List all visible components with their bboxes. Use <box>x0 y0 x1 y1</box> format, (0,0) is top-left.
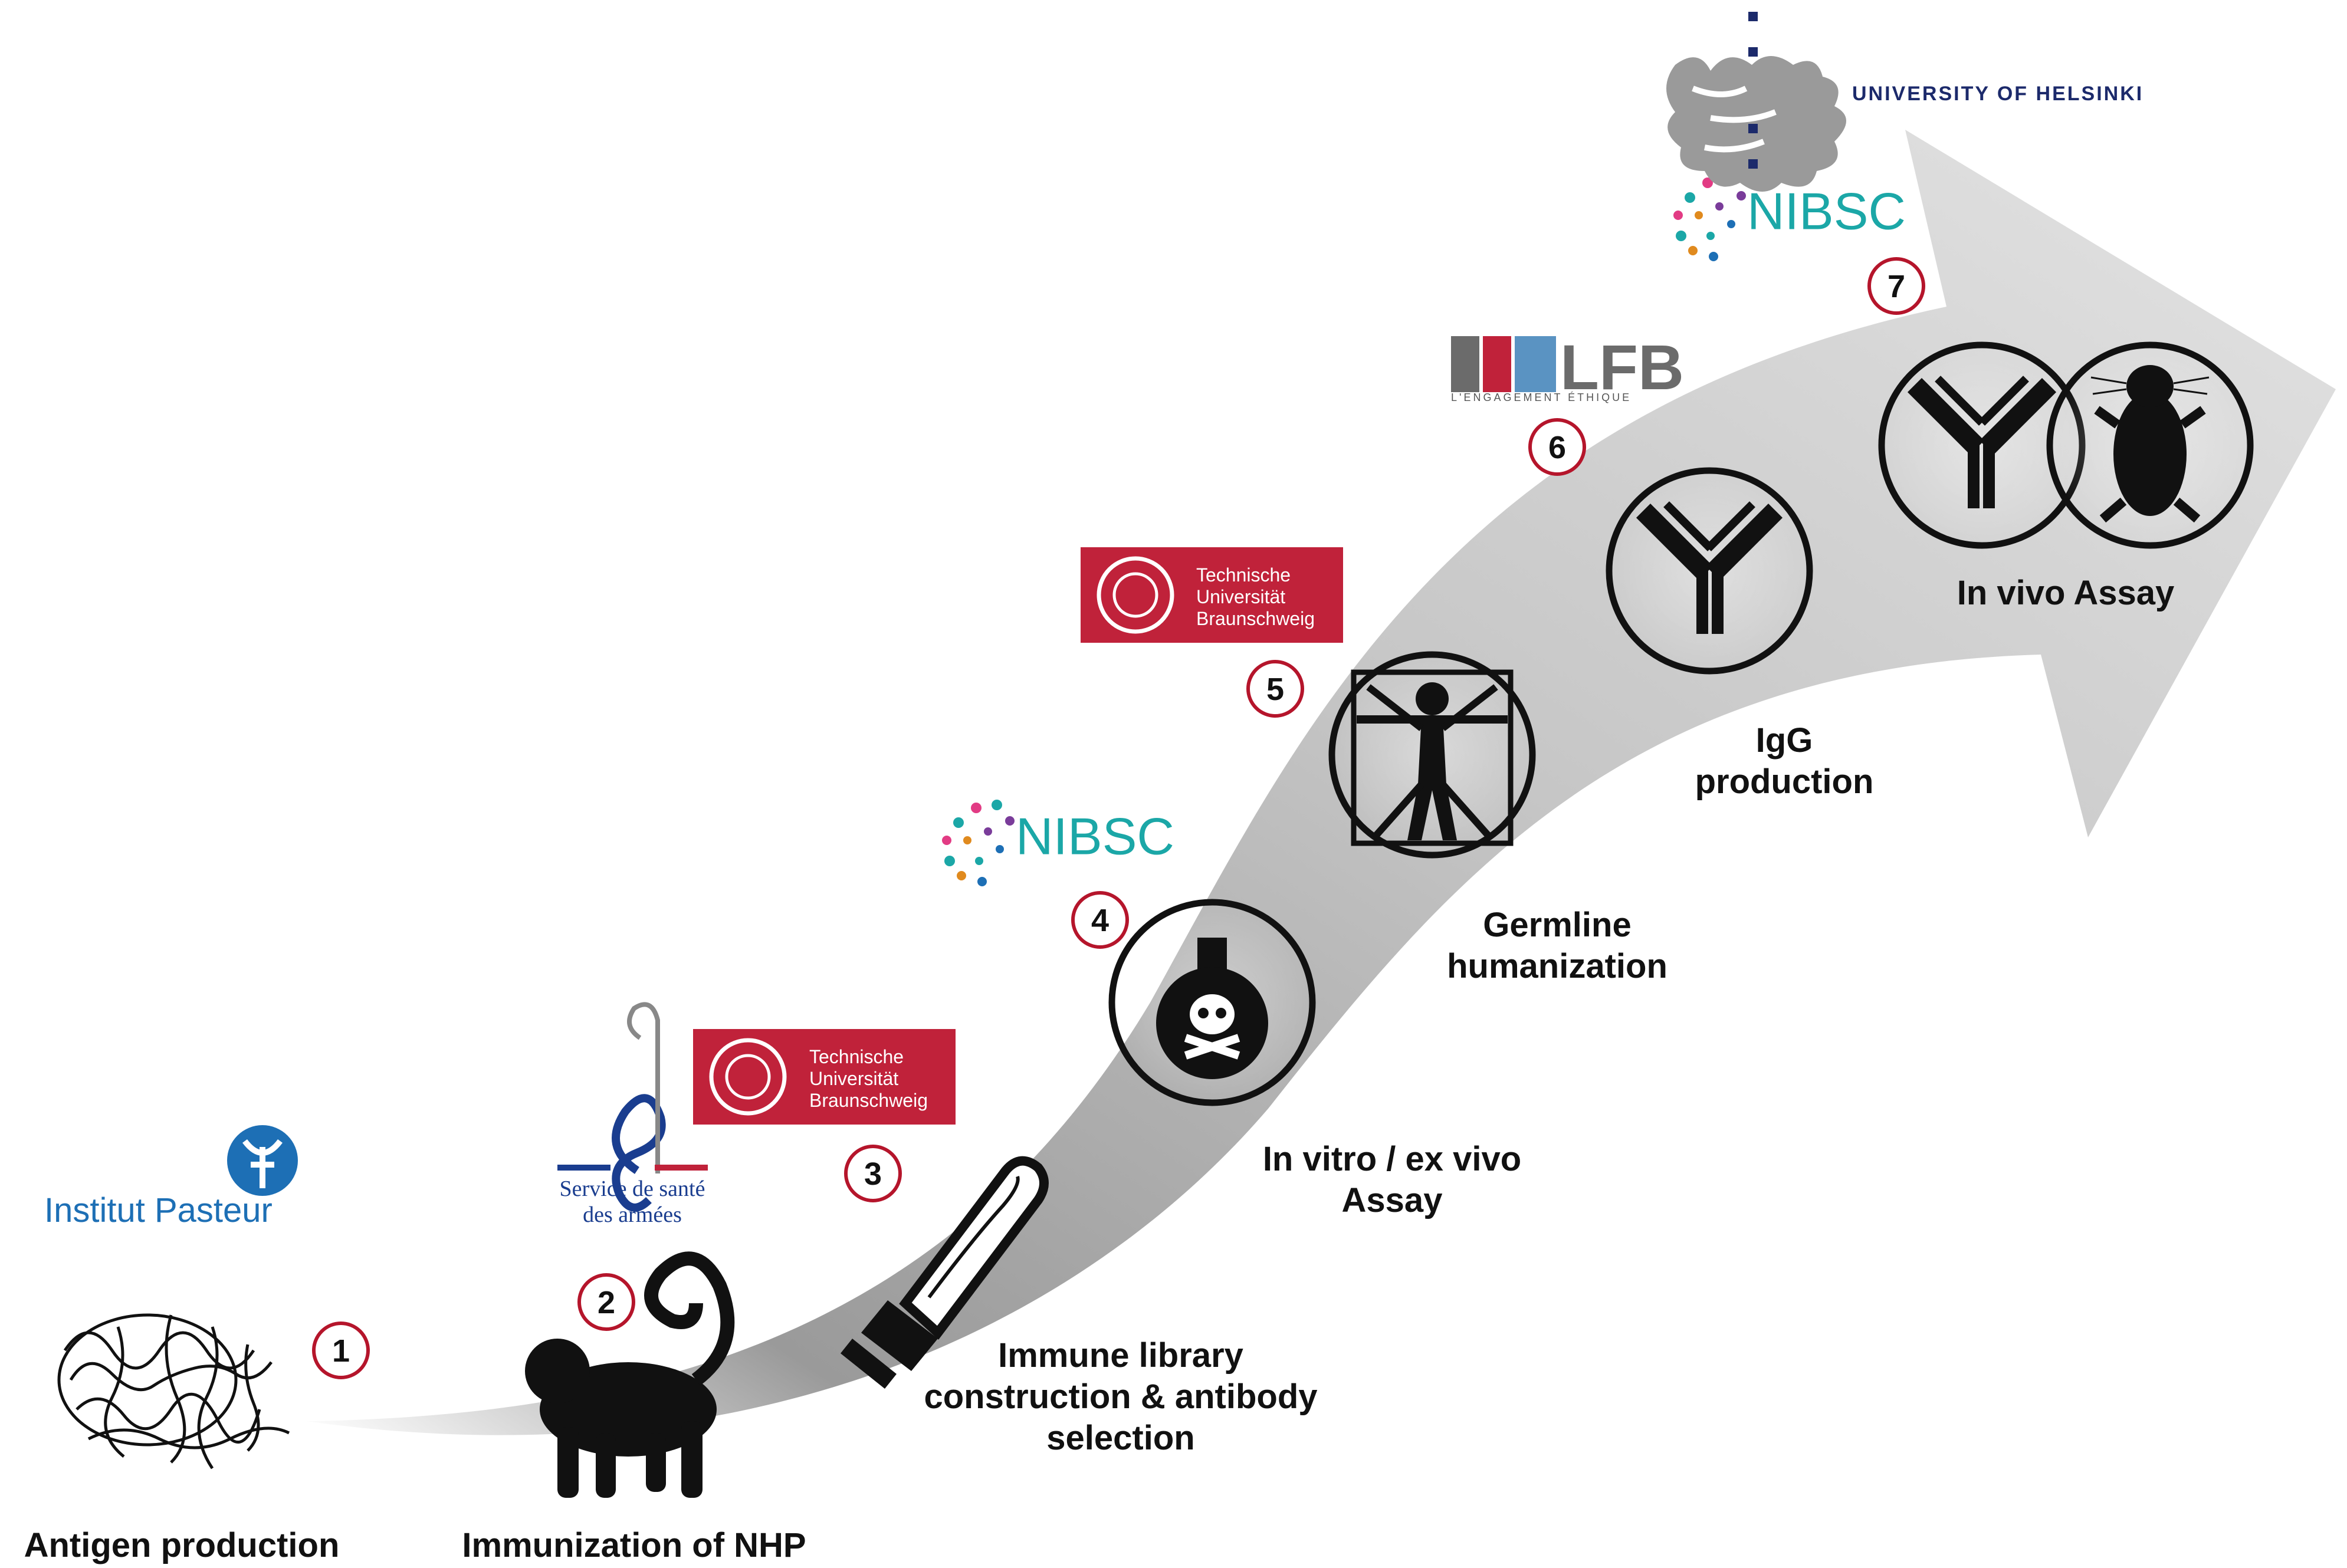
svg-text:L'ENGAGEMENT ÉTHIQUE: L'ENGAGEMENT ÉTHIQUE <box>1451 392 1632 403</box>
svg-text:5: 5 <box>1266 672 1284 707</box>
lfb-logo: LFB L'ENGAGEMENT ÉTHIQUE <box>1451 331 1684 403</box>
svg-text:Service de santé: Service de santé <box>560 1176 705 1201</box>
step4-badge: 4 <box>1071 891 1129 949</box>
step2-badge: 2 <box>577 1273 635 1331</box>
step3-label-line3: selection <box>1046 1419 1194 1457</box>
svg-text:Institut Pasteur: Institut Pasteur <box>44 1191 273 1230</box>
step3-label-line1: Immune library <box>998 1336 1243 1375</box>
step5-label-line1: Germline <box>1483 906 1631 944</box>
vitruvian-man-icon <box>1328 651 1536 859</box>
tu-braunschweig-logo-upper: Technische Universität Braunschweig <box>1081 547 1343 643</box>
svg-text:Braunschweig: Braunschweig <box>809 1090 928 1111</box>
step1-label: Antigen production <box>24 1526 340 1564</box>
svg-text:Universität: Universität <box>809 1068 898 1089</box>
step1-badge: 1 <box>312 1322 370 1379</box>
svg-text:Braunschweig: Braunschweig <box>1196 608 1315 629</box>
library-tube-icon <box>841 1156 1049 1389</box>
progress-arrow <box>307 130 2336 1435</box>
step7-badge: 7 <box>1867 257 1925 315</box>
igg-antibody-icon <box>1606 467 1813 675</box>
svg-text:NIBSC: NIBSC <box>1747 182 1906 240</box>
institut-pasteur-logo: Institut Pasteur <box>44 1125 298 1230</box>
step4-label-line2: Assay <box>1342 1181 1443 1219</box>
svg-text:7: 7 <box>1888 269 1905 304</box>
step6-label-line2: production <box>1695 762 1874 801</box>
svg-text:4: 4 <box>1091 903 1109 938</box>
step3-label-line2: construction & antibody <box>924 1378 1318 1416</box>
step5-badge: 5 <box>1246 660 1304 718</box>
university-of-helsinki-logo: UNIVERSITY OF HELSINKI <box>1666 12 2144 192</box>
svg-text:Universität: Universität <box>1196 586 1285 607</box>
antigen-protein-icon <box>57 1313 290 1470</box>
nibsc-logo-lower: NIBSC <box>942 800 1174 886</box>
step6-badge: 6 <box>1528 418 1586 476</box>
step7-label: In vivo Assay <box>1957 574 2175 612</box>
svg-text:des armées: des armées <box>583 1202 682 1227</box>
svg-text:UNIVERSITY OF HELSINKI: UNIVERSITY OF HELSINKI <box>1852 83 2144 105</box>
svg-text:2: 2 <box>598 1285 615 1320</box>
nibsc-logo-upper: NIBSC <box>1673 175 1906 261</box>
svg-text:3: 3 <box>864 1156 882 1192</box>
step6-label-line1: IgG <box>1756 721 1813 760</box>
step3-badge: 3 <box>844 1145 902 1202</box>
mouse-icon <box>2090 365 2210 523</box>
svg-text:Technische: Technische <box>809 1046 904 1067</box>
step4-label-line1: In vitro / ex vivo <box>1263 1140 1521 1178</box>
tu-braunschweig-logo-lower: Technische Universität Braunschweig <box>693 1029 956 1125</box>
svg-text:6: 6 <box>1548 430 1566 465</box>
svg-text:1: 1 <box>332 1333 350 1369</box>
monkey-icon <box>525 1251 735 1498</box>
svg-text:NIBSC: NIBSC <box>1016 807 1174 865</box>
svg-text:LFB: LFB <box>1560 331 1684 403</box>
svg-text:Technische: Technische <box>1196 564 1291 586</box>
in-vivo-assay-icon <box>1878 341 2254 549</box>
ssa-logo: Service de santé des armées <box>557 1002 708 1227</box>
in-vitro-assay-icon <box>1108 899 1316 1106</box>
step2-label: Immunization of NHP <box>462 1526 806 1564</box>
step5-label-line2: humanization <box>1447 947 1667 985</box>
